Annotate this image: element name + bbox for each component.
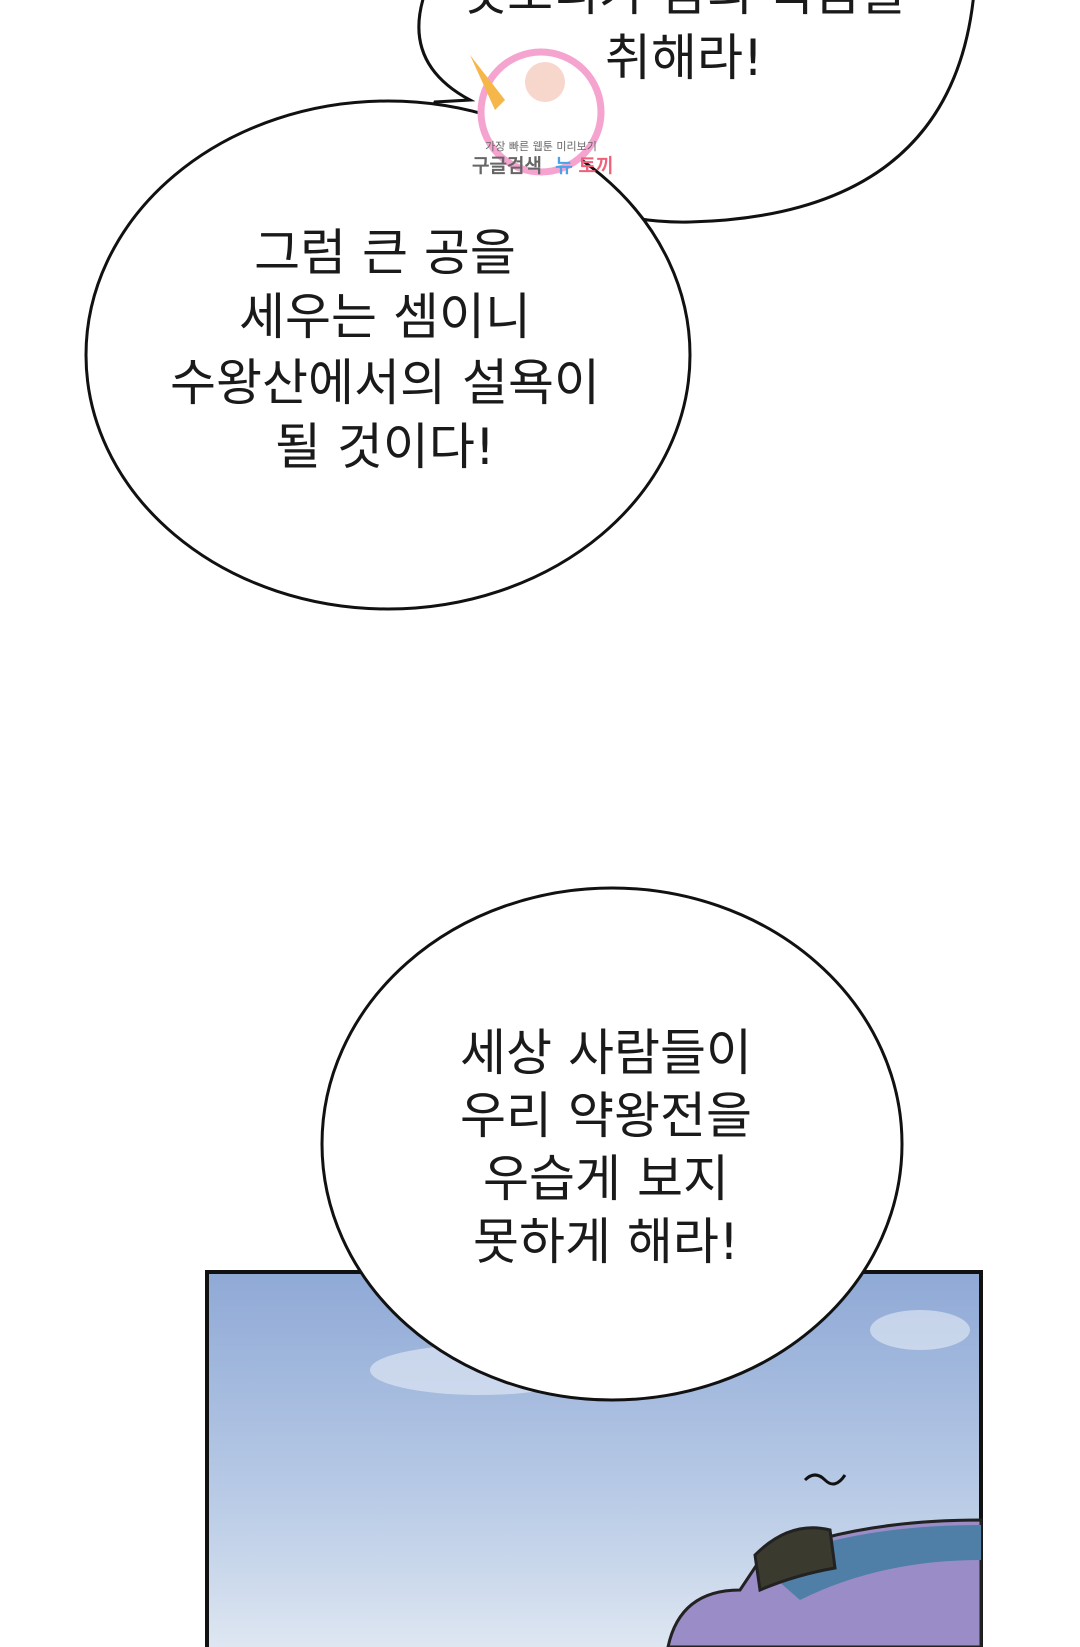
speech-bubble-3: 세상 사람들이 우리 약왕전을 우습게 보지 못하게 해라! (320, 886, 904, 1402)
watermark-logo: 가장 빠른 웹툰 미리보기 구글검색 뉴 토끼 (470, 48, 614, 177)
bubble-2-line-1: 그럼 큰 공을 (254, 224, 516, 282)
watermark-tagline: 가장 빠른 웹툰 미리보기 (485, 140, 597, 153)
bubble-1-line-2: 취해라! (605, 29, 763, 87)
bubble-2-line-4: 될 것이다! (275, 418, 495, 476)
bubble-1-line-1: 잇소리가 놈의 목숨을 (461, 0, 907, 22)
bubble-3-line-4: 못하게 해라! (473, 1213, 739, 1271)
squiggle-mark (803, 1473, 847, 1486)
bubble-3-line-3: 우습게 보지 (483, 1150, 729, 1208)
watermark-brand-a: 뉴 (555, 155, 572, 177)
bubble-3-line-2: 우리 약왕전을 (460, 1087, 752, 1145)
character-head (666, 1473, 983, 1647)
watermark-search: 구글검색 (472, 155, 542, 177)
speech-bubble-2: 그럼 큰 공을 세우는 셈이니 수왕산에서의 설욕이 될 것이다! (84, 99, 692, 611)
watermark-brand-b: 토끼 (579, 155, 614, 177)
bubble-2-line-3: 수왕산에서의 설욕이 (170, 354, 600, 412)
bubble-2-line-2: 세우는 셈이니 (239, 288, 531, 346)
bubble-3-line-1: 세상 사람들이 (460, 1024, 752, 1082)
